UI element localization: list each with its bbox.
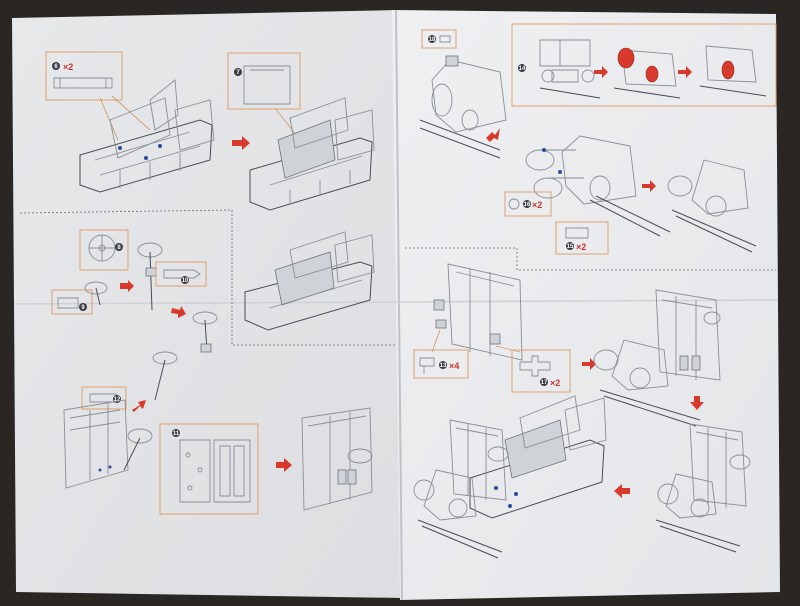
step-badge — [523, 200, 531, 208]
step-number: 11 — [173, 431, 180, 437]
chassis-assembly-3 — [244, 231, 375, 331]
chassis-assembly-2 — [249, 97, 375, 211]
vertical-fold — [395, 9, 403, 601]
step-number: 15 — [567, 244, 574, 250]
quantity-label: ×2 — [63, 62, 73, 72]
arrow-engine-3 — [642, 180, 656, 192]
firewall-with-steering — [301, 407, 373, 511]
chassis-assembly-1 — [79, 79, 215, 193]
engine-block — [419, 55, 507, 159]
step-badge — [115, 243, 123, 251]
step-badge — [79, 303, 87, 311]
step-number: 10 — [182, 278, 189, 284]
step-number: 8 — [117, 245, 121, 251]
quantity-label: ×4 — [449, 361, 459, 371]
engine-frame-2 — [655, 423, 751, 553]
step-badge — [181, 276, 189, 284]
quantity-label: ×2 — [576, 242, 586, 252]
step-number: 7 — [236, 70, 240, 76]
step-number: 16 — [524, 202, 531, 208]
frame-front — [431, 263, 523, 361]
step-badge — [172, 429, 180, 437]
arrow-step-17 — [582, 358, 596, 370]
paper-right-half — [392, 10, 780, 600]
quantity-label: ×2 — [550, 378, 560, 388]
step-number: 18 — [429, 37, 436, 43]
step-13: 13 ×4 — [413, 349, 469, 379]
step-number: 17 — [541, 380, 548, 386]
horizontal-fold — [13, 299, 779, 305]
step-badge — [518, 64, 526, 72]
step-badge — [566, 242, 574, 250]
arrow-8-9 — [120, 280, 134, 292]
step-14: 14 — [511, 23, 777, 107]
step-number: 14 — [519, 66, 526, 72]
engine-assembly-3 — [667, 159, 757, 253]
divider-right — [405, 247, 776, 271]
step-16: 16 ×2 — [504, 191, 552, 217]
firewall-assembly — [63, 399, 153, 489]
divider-left — [19, 209, 395, 346]
arrow-down — [690, 396, 704, 410]
step-8-9-10: 8 9 10 — [51, 229, 207, 315]
step-number: 6 — [54, 64, 58, 70]
step-18: 18 — [421, 29, 457, 49]
arrow-step-11 — [276, 458, 292, 472]
arrow-step-12 — [132, 400, 146, 412]
quantity-label: ×2 — [532, 200, 542, 210]
step-number: 12 — [114, 397, 121, 403]
step-number: 13 — [440, 363, 447, 369]
steering-column-assembled — [152, 311, 218, 401]
arrow-step-6-to-7 — [232, 136, 250, 150]
final-assembly — [413, 395, 607, 559]
step-17: 17 ×2 — [511, 349, 571, 393]
engine-with-frame — [593, 289, 721, 427]
step-badge — [540, 378, 548, 386]
step-badge — [234, 68, 242, 76]
step-11: 11 — [159, 423, 259, 515]
step-number: 9 — [81, 305, 85, 311]
step-badge — [439, 361, 447, 369]
step-6: 6 ×2 — [45, 51, 151, 141]
step-badge — [52, 62, 60, 70]
engine-assembly-2 — [525, 135, 671, 237]
step-badge — [428, 35, 436, 43]
step-15: 15 ×2 — [555, 221, 609, 255]
arrow-9-10 — [171, 306, 186, 318]
arrow-engine — [486, 128, 500, 142]
arrow-left — [614, 484, 630, 498]
